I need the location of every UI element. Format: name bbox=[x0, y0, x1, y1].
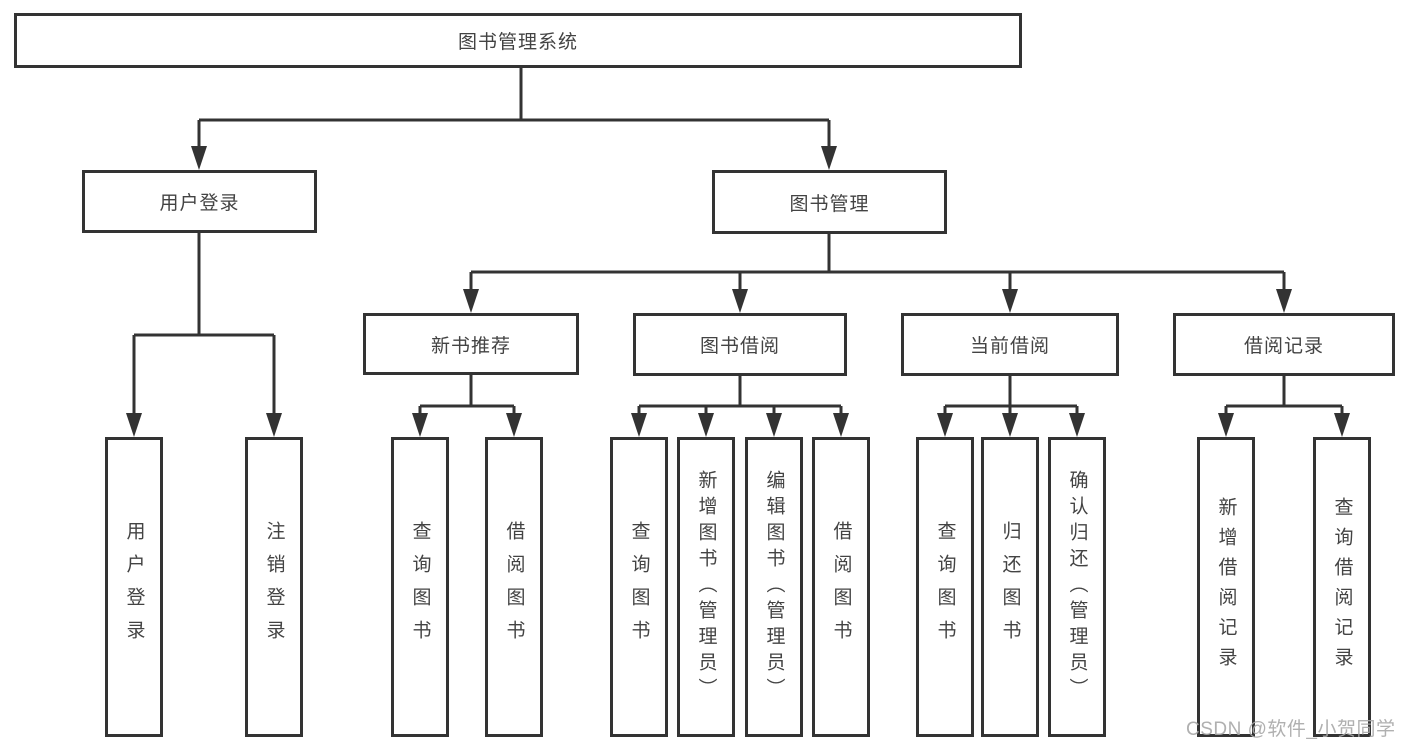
arrowheads bbox=[126, 146, 1350, 437]
leaf-edit-books-admin: 编辑图书（管理员） bbox=[745, 437, 803, 737]
node-label: 图书管理系统 bbox=[457, 32, 578, 53]
node-user-login: 用户登录 bbox=[82, 170, 317, 233]
leaf-borrow-books-borrowing: 借阅图书 bbox=[812, 437, 870, 737]
node-book-management: 图书管理 bbox=[712, 170, 947, 234]
node-book-borrowing: 图书借阅 bbox=[633, 313, 847, 376]
leaf-label: 借阅图书 bbox=[503, 521, 525, 653]
leaf-query-books-borrowing: 查询图书 bbox=[610, 437, 668, 737]
leaf-label: 注销登录 bbox=[263, 521, 285, 653]
leaf-label: 查询图书 bbox=[628, 521, 650, 653]
leaf-borrow-books-recommend: 借阅图书 bbox=[485, 437, 543, 737]
leaf-return-books: 归还图书 bbox=[981, 437, 1039, 737]
node-label: 图书借阅 bbox=[699, 336, 780, 357]
tree-edges bbox=[132, 68, 1344, 419]
node-borrowing-records: 借阅记录 bbox=[1173, 313, 1395, 376]
leaf-label: 归还图书 bbox=[999, 521, 1021, 653]
leaf-label: 确认归还（管理员） bbox=[1066, 470, 1088, 704]
leaf-label: 查询图书 bbox=[409, 521, 431, 653]
node-label: 图书管理 bbox=[789, 193, 870, 215]
leaf-label: 新增借阅记录 bbox=[1215, 497, 1237, 677]
node-label: 借阅记录 bbox=[1243, 336, 1324, 357]
leaf-add-books-admin: 新增图书（管理员） bbox=[677, 437, 735, 737]
leaf-label: 借阅图书 bbox=[830, 521, 852, 653]
node-current-borrowing: 当前借阅 bbox=[901, 313, 1119, 376]
leaf-label: 用户登录 bbox=[123, 521, 145, 653]
node-new-book-recommendation: 新书推荐 bbox=[363, 313, 579, 375]
node-label: 当前借阅 bbox=[969, 336, 1050, 357]
leaf-query-books-recommend: 查询图书 bbox=[391, 437, 449, 737]
node-label: 新书推荐 bbox=[430, 335, 511, 357]
leaf-label: 查询图书 bbox=[934, 521, 956, 653]
leaf-user-login: 用户登录 bbox=[105, 437, 163, 737]
leaf-add-borrow-record: 新增借阅记录 bbox=[1197, 437, 1255, 737]
leaf-query-books-current: 查询图书 bbox=[916, 437, 974, 737]
node-label: 用户登录 bbox=[159, 193, 240, 214]
node-library-management-system: 图书管理系统 bbox=[14, 13, 1022, 68]
leaf-label: 编辑图书（管理员） bbox=[763, 470, 785, 704]
leaf-label: 新增图书（管理员） bbox=[695, 470, 717, 704]
leaf-logout: 注销登录 bbox=[245, 437, 303, 737]
leaf-label: 查询借阅记录 bbox=[1331, 497, 1353, 677]
csdn-watermark: CSDN @软件_小贺同学 bbox=[1186, 719, 1396, 740]
leaf-confirm-return-admin: 确认归还（管理员） bbox=[1048, 437, 1106, 737]
leaf-query-borrow-record: 查询借阅记录 bbox=[1313, 437, 1371, 737]
